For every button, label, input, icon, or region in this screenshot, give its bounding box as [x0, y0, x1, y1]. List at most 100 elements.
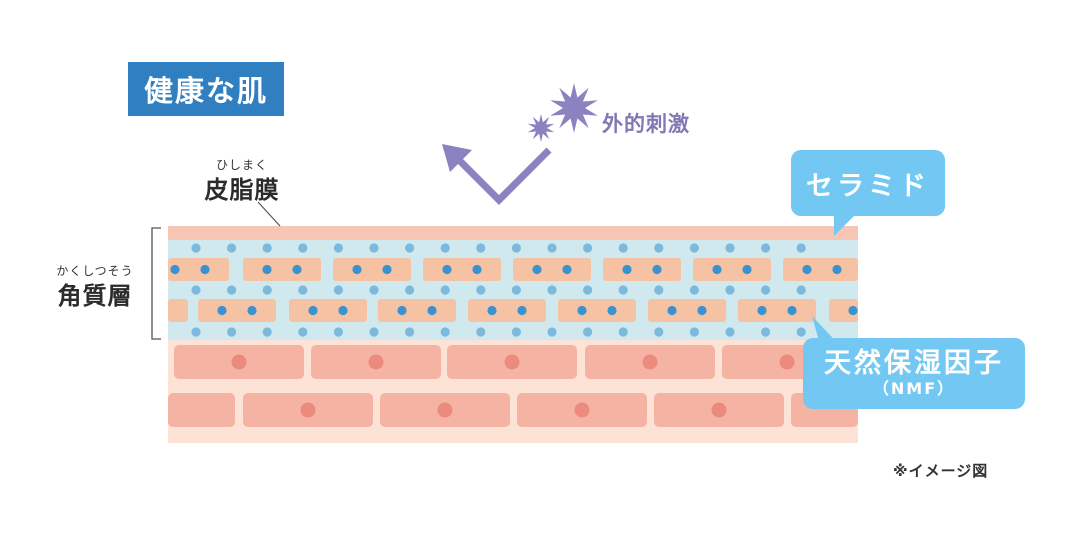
ceramide-dot	[725, 243, 735, 253]
ceramide-dot	[262, 285, 272, 295]
ceramide-dot	[440, 285, 450, 295]
nmf-dot	[667, 305, 677, 316]
irritant-star-small	[527, 114, 555, 142]
ceramide-dot	[583, 327, 593, 337]
nmf-dot	[532, 264, 542, 275]
nmf-dot	[308, 305, 318, 316]
corneocyte	[243, 258, 321, 281]
corneocyte	[468, 299, 546, 322]
nmf-label: 天然保湿因子	[824, 347, 1004, 379]
nmf-dot	[607, 305, 617, 316]
cell-nucleus	[711, 402, 727, 418]
ceramide-dot	[583, 243, 593, 253]
stratum-corneum-label: 角質層	[57, 282, 133, 310]
page-title: 健康な肌	[128, 62, 284, 116]
ceramide-dot	[583, 285, 593, 295]
corneocyte	[738, 299, 816, 322]
ceramide-dot	[511, 285, 521, 295]
corneocyte	[693, 258, 771, 281]
ceramide-dot	[369, 327, 379, 337]
nmf-dot	[472, 264, 482, 275]
ceramide-dot	[262, 243, 272, 253]
corneocyte	[829, 299, 858, 322]
nmf-dot	[622, 264, 632, 275]
nmf-dot	[200, 264, 210, 275]
ceramide-callout: セラミド	[791, 150, 945, 216]
corneocyte	[558, 299, 636, 322]
nmf-dot	[338, 305, 348, 316]
ceramide-dot	[725, 285, 735, 295]
ceramide-dot	[298, 327, 308, 337]
nmf-dot	[247, 305, 257, 316]
ceramide-dot	[689, 243, 700, 253]
corneocyte	[168, 258, 229, 281]
ceramide-dot	[333, 243, 343, 253]
corneocyte	[289, 299, 367, 322]
ceramide-dot	[405, 327, 415, 337]
ceramide-dots	[191, 243, 806, 337]
ceramide-dot	[618, 327, 628, 337]
nmf-dot	[262, 264, 272, 275]
ceramide-dot	[476, 285, 486, 295]
ceramide-dot	[511, 327, 521, 337]
corneocyte	[783, 258, 858, 281]
ceramide-dot	[440, 327, 450, 337]
cell-nucleus	[231, 354, 247, 370]
stratum-bracket	[151, 227, 161, 340]
ceramide-dot	[689, 285, 700, 295]
deflection-arrowhead	[442, 144, 472, 172]
ceramide-dot	[796, 327, 806, 337]
lower-cell	[168, 393, 235, 427]
nmf-dot	[352, 264, 362, 275]
ceramide-dot	[654, 327, 664, 337]
corneocyte	[378, 299, 456, 322]
ceramide-dot	[227, 285, 237, 295]
ceramide-dot	[796, 285, 806, 295]
lower-cells	[168, 345, 858, 427]
ceramide-dot	[227, 327, 237, 337]
cell-nucleus	[574, 402, 590, 418]
ceramide-dot	[476, 243, 486, 253]
nmf-dot	[442, 264, 452, 275]
ceramide-dot	[227, 243, 237, 253]
ceramide-dot	[333, 285, 343, 295]
ceramide-dot	[405, 243, 415, 253]
ceramide-dot	[761, 243, 771, 253]
ceramide-dot	[618, 285, 628, 295]
ceramide-dot	[476, 327, 486, 337]
nmf-dot	[487, 305, 497, 316]
nmf-dot	[802, 264, 812, 275]
cell-nucleus	[437, 402, 453, 418]
corneocyte	[513, 258, 591, 281]
sebum-leader-line	[257, 201, 281, 227]
nmf-dot	[832, 264, 842, 275]
nmf-callout: 天然保湿因子 （NMF）	[803, 338, 1025, 409]
ceramide-dot	[547, 285, 557, 295]
sebum-film-reading: ひしまく	[215, 158, 268, 172]
cell-nucleus	[779, 354, 795, 370]
ceramide-dot	[547, 243, 557, 253]
nmf-dot	[757, 305, 767, 316]
nmf-dot	[652, 264, 662, 275]
sebum-film-layer	[168, 226, 858, 240]
ceramide-dot	[369, 285, 379, 295]
ceramide-dot	[440, 243, 450, 253]
ceramide-dot	[654, 285, 664, 295]
ceramide-dot	[333, 327, 343, 337]
external-irritant-label: 外的刺激	[602, 112, 690, 136]
nmf-dot	[517, 305, 527, 316]
nmf-dot	[562, 264, 572, 275]
ceramide-dot	[191, 285, 201, 295]
ceramide-dot	[191, 243, 201, 253]
nmf-dot	[427, 305, 437, 316]
sebum-film-label: 皮脂膜	[204, 176, 280, 204]
cell-nucleus	[300, 402, 316, 418]
corneocytes	[168, 258, 858, 322]
ceramide-callout-pointer	[834, 212, 858, 236]
cell-nucleus	[504, 354, 520, 370]
ceramide-dot	[618, 243, 628, 253]
ceramide-dot	[405, 285, 415, 295]
ceramide-dot	[761, 285, 771, 295]
ceramide-dot	[796, 243, 806, 253]
cell-nucleus	[642, 354, 658, 370]
